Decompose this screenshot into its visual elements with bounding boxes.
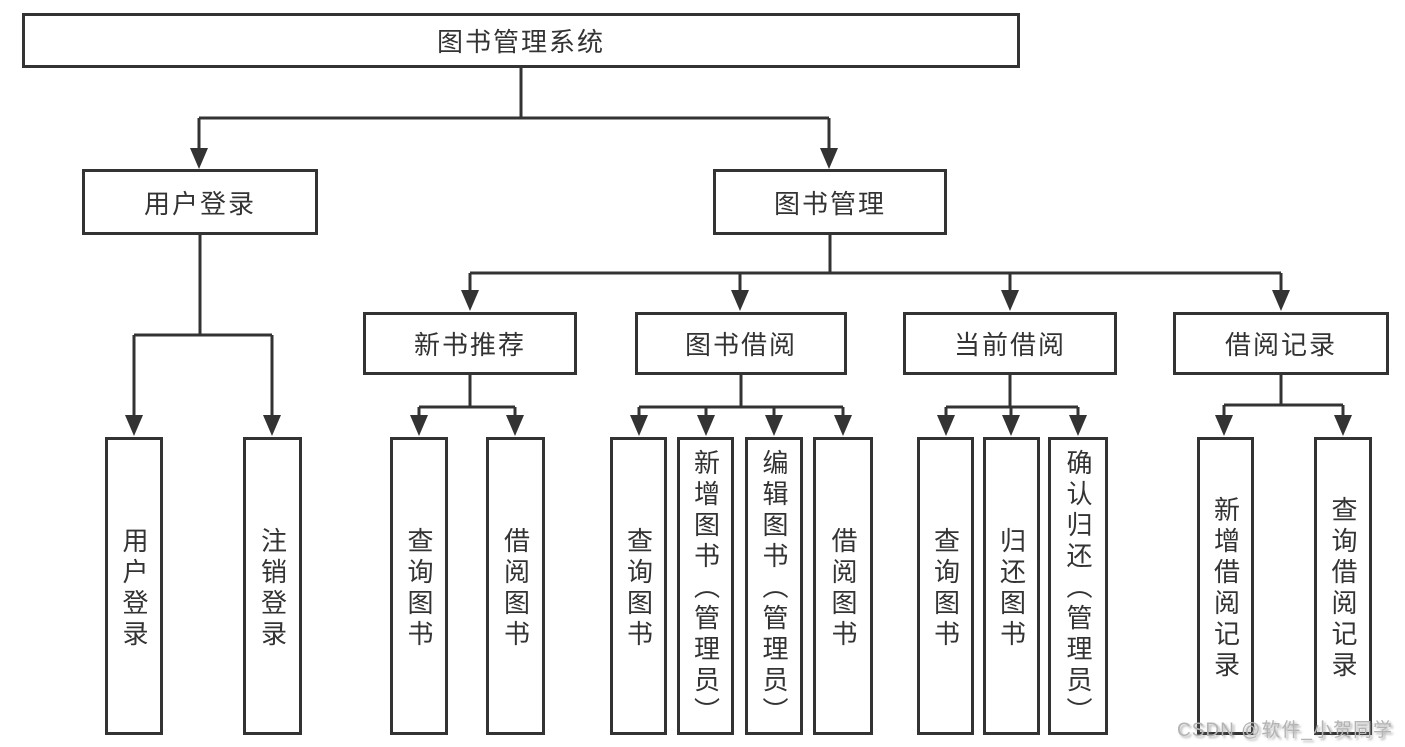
leaf-query-book-1-label: 查询图书: [404, 526, 434, 651]
leaf-query-book-3: 查询图书: [917, 437, 974, 735]
leaf-query-borrow-record: 查询借阅记录: [1314, 437, 1372, 735]
arrowhead: [461, 290, 479, 311]
connector-user-login-children: [132, 234, 274, 419]
node-root: 图书管理系统: [22, 13, 1020, 68]
leaf-query-book-1: 查询图书: [390, 437, 448, 735]
arrowhead: [1069, 415, 1087, 436]
node-book-mgmt-label: 图书管理: [773, 188, 886, 219]
connector-root-to-level1: [197, 68, 831, 152]
node-book-borrow: 图书借阅: [635, 312, 847, 375]
arrowhead: [506, 415, 524, 436]
leaf-add-borrow-record-label: 新增借阅记录: [1210, 495, 1241, 682]
node-new-book-rec: 新书推荐: [363, 312, 577, 375]
arrowhead: [937, 415, 955, 436]
node-book-mgmt: 图书管理: [713, 169, 947, 235]
connector-current-borrow-children: [944, 374, 1080, 419]
arrowhead: [731, 290, 749, 311]
leaf-logout: 注销登录: [243, 437, 302, 735]
node-borrow-records-label: 借阅记录: [1224, 330, 1337, 360]
leaf-return-book: 归还图书: [983, 437, 1040, 735]
leaf-query-book-3-label: 查询图书: [930, 526, 961, 651]
leaf-borrow-book-2-label: 借阅图书: [828, 526, 858, 651]
leaf-user-login-label: 用户登录: [119, 526, 149, 651]
leaf-query-borrow-record-label: 查询借阅记录: [1328, 495, 1358, 682]
arrowhead: [263, 415, 281, 436]
arrowhead: [190, 148, 208, 169]
connector-book-mgmt-children: [468, 234, 1283, 294]
arrowhead: [697, 415, 715, 436]
leaf-confirm-return: 确认归还（管理员）: [1048, 437, 1108, 735]
node-user-login-label: 用户登录: [143, 188, 256, 219]
leaf-query-book-2: 查询图书: [610, 437, 667, 735]
node-book-borrow-label: 图书借阅: [684, 330, 797, 360]
leaf-user-login: 用户登录: [105, 437, 163, 735]
arrowhead: [765, 415, 783, 436]
connector-book-borrow-children: [637, 374, 845, 419]
leaf-add-borrow-record: 新增借阅记录: [1197, 437, 1254, 735]
arrowhead: [125, 415, 143, 436]
leaf-logout-label: 注销登录: [257, 526, 288, 651]
arrowhead: [1215, 415, 1233, 436]
leaf-add-book-label: 新增图书（管理员）: [690, 449, 721, 728]
leaf-borrow-book-2: 借阅图书: [813, 437, 873, 735]
node-root-label: 图书管理系统: [436, 27, 605, 57]
arrowhead: [1002, 415, 1020, 436]
leaf-edit-book: 编辑图书（管理员）: [745, 437, 803, 735]
connector-borrow-records-children: [1222, 374, 1345, 419]
arrowhead: [834, 415, 852, 436]
leaf-query-book-2-label: 查询图书: [623, 526, 654, 651]
arrowhead: [1334, 415, 1352, 436]
leaf-borrow-book-1-label: 借阅图书: [500, 526, 531, 651]
csdn-watermark: CSDN @软件_小贺同学: [1177, 720, 1393, 741]
leaf-add-book: 新增图书（管理员）: [677, 437, 734, 735]
node-new-book-rec-label: 新书推荐: [413, 330, 526, 360]
arrowhead: [410, 415, 428, 436]
node-user-login: 用户登录: [82, 169, 318, 235]
node-current-borrow: 当前借阅: [903, 312, 1117, 375]
leaf-return-book-label: 归还图书: [996, 526, 1027, 651]
arrowhead: [630, 415, 648, 436]
leaf-confirm-return-label: 确认归还（管理员）: [1063, 449, 1093, 728]
leaf-borrow-book-1: 借阅图书: [486, 437, 545, 735]
arrowhead: [1272, 290, 1290, 311]
arrowhead: [820, 148, 838, 169]
arrowhead: [1001, 290, 1019, 311]
connector-new-book-rec-children: [417, 374, 517, 419]
node-borrow-records: 借阅记录: [1173, 312, 1389, 375]
node-current-borrow-label: 当前借阅: [953, 330, 1066, 360]
leaf-edit-book-label: 编辑图书（管理员）: [759, 449, 789, 728]
